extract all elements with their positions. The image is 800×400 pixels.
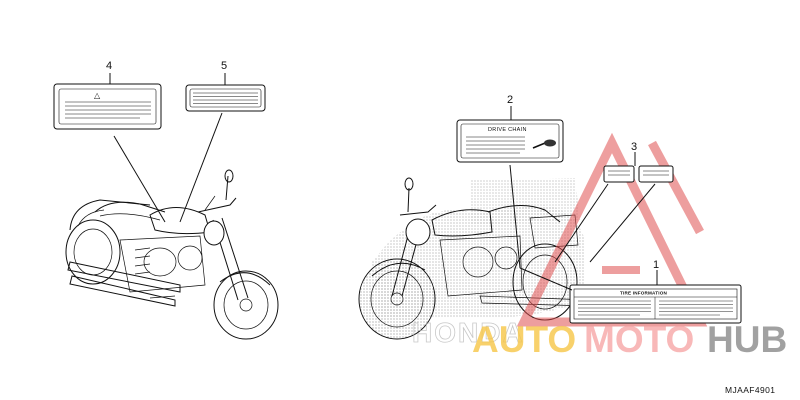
label-2-drive-chain: DRIVE CHAIN	[456, 119, 564, 163]
oil-can-icon	[532, 139, 556, 149]
callout-5: 5	[221, 60, 227, 72]
label-5	[185, 84, 266, 112]
callout-2: 2	[507, 94, 513, 106]
right-motorcycle-illustration	[358, 177, 591, 340]
label-4-warning: △	[53, 83, 162, 130]
watermark-text: AUTO MOTO HUB	[472, 319, 787, 360]
leader-lines	[109, 73, 658, 291]
diagram-code: MJAAF4901	[725, 385, 775, 395]
callout-3: 3	[631, 141, 637, 153]
watermark-auto: AUTO	[472, 319, 576, 360]
label-3	[603, 165, 674, 183]
label-1-tire-information: TIRE INFORMATION	[569, 284, 742, 324]
watermark-moto: MOTO	[584, 319, 694, 360]
ghost-brand-text: HONDA	[412, 317, 525, 348]
left-motorcycle-illustration	[65, 169, 279, 340]
watermark-hub: HUB	[707, 319, 787, 360]
callout-1: 1	[653, 259, 659, 271]
tire-information-label-text: TIRE INFORMATION	[620, 291, 667, 296]
warning-triangle-icon: △	[94, 91, 101, 100]
drive-chain-label-text: DRIVE CHAIN	[488, 127, 527, 133]
callout-4: 4	[106, 60, 112, 72]
